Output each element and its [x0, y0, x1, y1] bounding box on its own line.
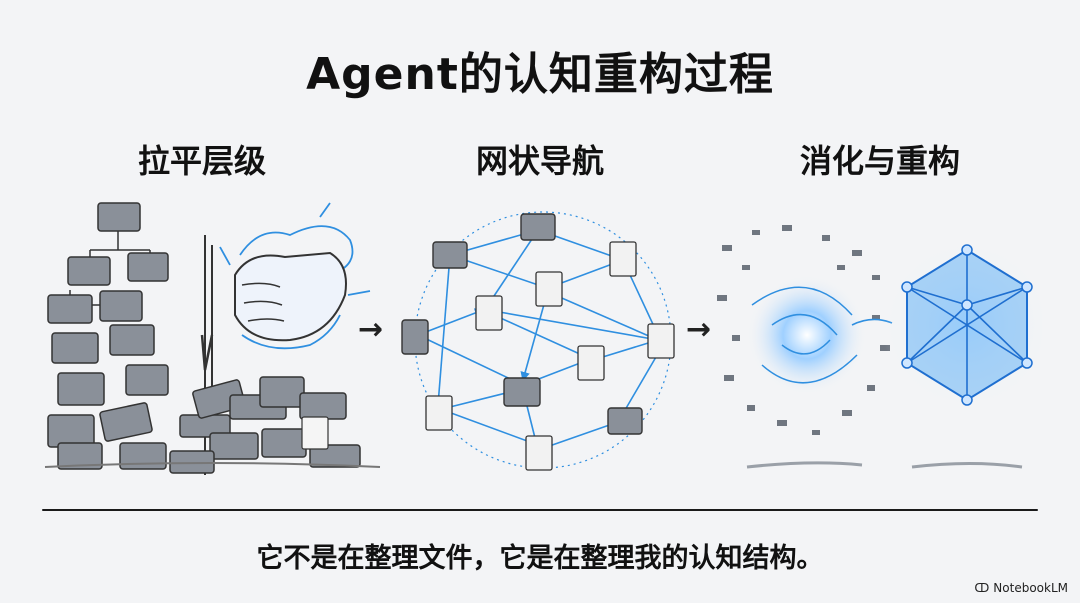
- page-title: Agent的认知重构过程: [306, 49, 774, 100]
- stage-heading-flatten: 拉平层级: [137, 142, 266, 180]
- divider-line: [42, 509, 1038, 511]
- network-illustration: [401, 211, 675, 471]
- caption-text: 它不是在整理文件，它是在整理我的认知结构。: [256, 543, 824, 574]
- arrow-right-icon-2: →: [686, 312, 712, 347]
- flatten-illustration: [44, 202, 381, 475]
- watermark-label: NotebookLM: [993, 581, 1068, 595]
- watermark: ↀ NotebookLM: [974, 581, 1068, 595]
- stage-heading-reconstruct: 消化与重构: [799, 142, 960, 180]
- notebooklm-logo-icon: ↀ: [974, 581, 990, 595]
- arrow-right-icon-1: →: [358, 312, 384, 347]
- reconstruct-illustration: [717, 225, 1042, 469]
- stage-heading-network: 网状导航: [475, 142, 604, 180]
